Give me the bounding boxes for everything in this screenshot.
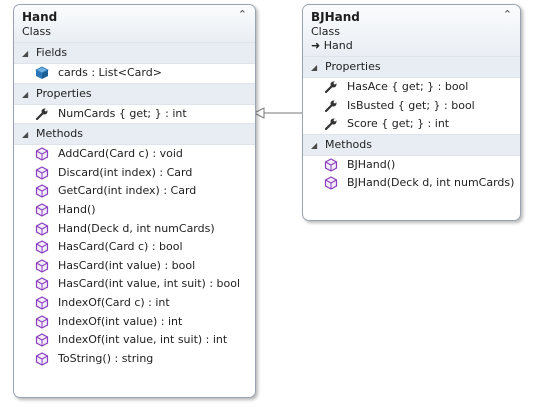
base-class-name: Hand [323, 39, 353, 52]
method-row[interactable]: BJHand() [303, 156, 520, 175]
method-cube-icon [34, 331, 50, 350]
method-row[interactable]: IndexOf(Card c) : int [14, 294, 255, 313]
triangle-down-icon[interactable]: ◢ [22, 49, 29, 58]
method-row[interactable]: Hand() [14, 201, 255, 220]
property-row[interactable]: HasAce { get; } : bool [303, 78, 520, 97]
member-text: IsBusted { get; } : bool [347, 98, 475, 112]
triangle-down-icon[interactable]: ◢ [311, 140, 318, 150]
method-row[interactable]: Discard(int index) : Card [14, 164, 255, 183]
method-cube-icon [34, 350, 50, 369]
section-label: Methods [325, 137, 372, 151]
method-row[interactable]: HasCard(int value) : bool [14, 257, 255, 276]
member-text: HasCard(int value, int suit) : bool [58, 277, 241, 291]
member-text: HasCard(int value) : bool [58, 258, 196, 272]
section-properties[interactable]: ◢ Properties [303, 56, 520, 78]
section-fields[interactable]: ◢ Fields [14, 42, 255, 64]
member-text: Score { get; } : int [347, 117, 450, 131]
wrench-icon [34, 105, 50, 124]
base-class: ➜ Hand [311, 39, 512, 53]
member-text: cards : List<Card> [58, 66, 162, 79]
section-properties[interactable]: ◢ Properties [14, 82, 255, 105]
member-text: HasCard(Card c) : bool [58, 240, 183, 254]
member-text: Discard(int index) : Card [58, 165, 193, 179]
triangle-down-icon[interactable]: ◢ [311, 63, 318, 72]
triangle-down-icon[interactable]: ◢ [22, 130, 29, 140]
method-row[interactable]: Hand(Deck d, int numCards) [14, 220, 255, 239]
method-row[interactable]: HasCard(int value, int suit) : bool [14, 275, 255, 294]
section-label: Properties [36, 86, 92, 100]
field-row[interactable]: cards : List<Card> [14, 64, 255, 83]
member-text: GetCard(int index) : Card [58, 184, 197, 198]
section-methods[interactable]: ◢ Methods [14, 123, 255, 146]
member-text: AddCard(Card c) : void [58, 147, 183, 161]
method-cube-icon [34, 275, 50, 294]
section-methods[interactable]: ◢ Methods [303, 133, 520, 156]
method-row[interactable]: ToString() : string [14, 350, 255, 369]
class-stereotype: Class [311, 25, 340, 38]
wrench-icon [323, 78, 339, 97]
class-header: Hand Class ⌃︎ [14, 5, 255, 42]
property-row[interactable]: NumCards { get; } : int [14, 105, 255, 124]
method-row[interactable]: IndexOf(int value, int suit) : int [14, 331, 255, 350]
section-label: Methods [36, 127, 83, 141]
method-row[interactable]: IndexOf(int value) : int [14, 313, 255, 332]
property-row[interactable]: IsBusted { get; } : bool [303, 97, 520, 116]
field-cube-icon [34, 64, 50, 83]
method-cube-icon [34, 164, 50, 183]
method-cube-icon [34, 313, 50, 332]
wrench-icon [323, 97, 339, 116]
inherits-arrow-icon: ➜ [311, 39, 321, 52]
class-name: BJHand [311, 10, 360, 24]
method-cube-icon [323, 156, 339, 175]
method-cube-icon [34, 238, 50, 257]
method-row[interactable]: BJHand(Deck d, int numCards) [303, 174, 520, 193]
class-hand[interactable]: Hand Class ⌃︎ ◢ Fields cards : List<Card>… [13, 4, 256, 398]
wrench-icon [323, 115, 339, 134]
member-text: BJHand(Deck d, int numCards) [347, 176, 515, 190]
member-text: ToString() : string [58, 351, 154, 365]
member-text: Hand() [58, 202, 96, 216]
triangle-down-icon[interactable]: ◢ [22, 89, 29, 99]
member-text: HasAce { get; } : bool [347, 80, 469, 93]
member-text: IndexOf(Card c) : int [58, 295, 170, 309]
method-row[interactable]: GetCard(int index) : Card [14, 182, 255, 201]
class-name: Hand [22, 10, 58, 24]
method-cube-icon [34, 182, 50, 201]
class-bjhand[interactable]: BJHand Class ➜ Hand ⌃︎ ◢ Properties HasAc… [302, 4, 521, 221]
class-header: BJHand Class ➜ Hand ⌃︎ [303, 5, 520, 56]
method-cube-icon [34, 220, 50, 239]
method-cube-icon [34, 294, 50, 313]
member-text: IndexOf(int value) : int [58, 314, 183, 328]
member-text: IndexOf(int value, int suit) : int [58, 333, 228, 347]
member-text: NumCards { get; } : int [58, 106, 187, 120]
member-text: BJHand() [347, 157, 396, 171]
method-row[interactable]: AddCard(Card c) : void [14, 145, 255, 164]
method-cube-icon [34, 257, 50, 276]
member-text: Hand(Deck d, int numCards) [58, 221, 215, 235]
method-cube-icon [34, 145, 50, 164]
method-cube-icon [34, 201, 50, 220]
method-row[interactable]: HasCard(Card c) : bool [14, 238, 255, 257]
double-chevron-up-icon[interactable]: ⌃︎ [502, 8, 512, 21]
section-label: Fields [36, 46, 68, 59]
property-row[interactable]: Score { get; } : int [303, 115, 520, 134]
class-stereotype: Class [22, 25, 51, 38]
section-label: Properties [325, 60, 381, 73]
double-chevron-up-icon[interactable]: ⌃︎ [237, 8, 247, 21]
method-cube-icon [323, 174, 339, 193]
